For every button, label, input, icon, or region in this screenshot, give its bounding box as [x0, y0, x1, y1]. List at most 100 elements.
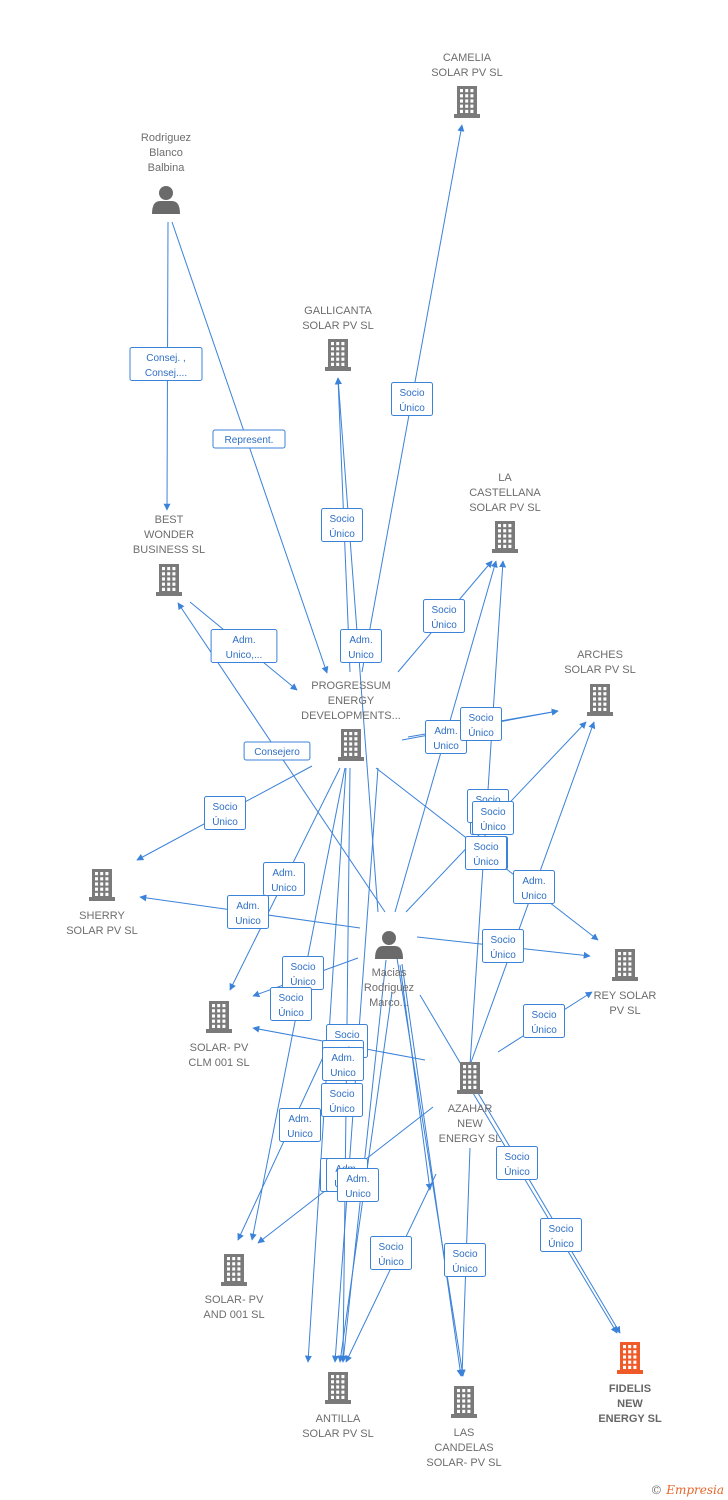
company-building-icon[interactable] — [221, 1254, 247, 1286]
node-label-line: CAMELIA — [443, 52, 492, 64]
edge-label-text: Socio — [378, 1242, 403, 1253]
edge-label-box-5[interactable]: Adm. Unico — [340, 629, 382, 663]
node-label-line: GALLICANTA — [304, 305, 372, 317]
node-progressum[interactable]: PROGRESSUMENERGYDEVELOPMENTS... — [301, 680, 401, 761]
edge-label-box-0[interactable]: Consej. ,Consej.... — [129, 347, 203, 381]
company-building-icon[interactable] — [492, 521, 518, 553]
edge-label-text: Único — [548, 1237, 574, 1250]
company-building-icon[interactable] — [457, 1062, 483, 1094]
node-label-line: SOLAR- PV — [205, 1294, 264, 1306]
node-label-line: AND 001 SL — [203, 1309, 264, 1321]
person-icon[interactable] — [375, 931, 403, 959]
node-label-line: Rodriguez — [364, 982, 414, 994]
edge-label-box-16[interactable]: Adm.Unico — [263, 862, 305, 896]
edge-label-box-25[interactable]: Adm.Unico — [279, 1108, 321, 1142]
node-label-line: ENERGY SL — [439, 1133, 502, 1145]
node-gallicanta[interactable]: GALLICANTA SOLAR PV SL — [302, 305, 374, 371]
node-label-line: SOLAR PV SL — [302, 320, 374, 332]
edge-label-box-7[interactable]: Consejero — [243, 741, 311, 761]
edge-label-text: Adm. — [349, 635, 372, 646]
focus-company-building-icon[interactable] — [617, 1342, 643, 1374]
edge-label-text: Socio — [468, 713, 493, 724]
company-building-icon[interactable] — [156, 564, 182, 596]
edge-line-connector-1 — [401, 963, 464, 1377]
edge-label-text: Unico — [433, 741, 459, 752]
empresia-logo[interactable]: Empresia — [666, 1483, 724, 1497]
edge-label-text: Único — [212, 815, 238, 828]
edge-line-30 — [469, 1087, 618, 1334]
node-label-line: SOLAR- PV — [190, 1042, 249, 1054]
edge-label-text: Único — [473, 855, 499, 868]
company-building-icon[interactable] — [338, 729, 364, 761]
company-building-icon[interactable] — [451, 1386, 477, 1418]
edge-label-text: Único — [329, 527, 355, 540]
edge-label-text: Unico — [521, 891, 547, 902]
edge-label-box-4[interactable]: Adm.Unico,... — [210, 629, 278, 663]
edge-line-connector-2 — [399, 964, 433, 1191]
edge-label-text: Socio — [212, 802, 237, 813]
node-camelia[interactable]: CAMELIA SOLAR PV SL — [431, 52, 503, 118]
edge-label-text: Unico — [348, 650, 374, 661]
company-building-icon[interactable] — [454, 86, 480, 118]
footer-branding: © Empresia — [650, 1483, 724, 1497]
edge-label-text: Unico — [330, 1068, 356, 1079]
node-label-line: NEW — [457, 1118, 483, 1130]
node-label-line: REY SOLAR — [594, 990, 657, 1002]
edge-label-text: Socio — [452, 1249, 477, 1260]
node-and001[interactable]: SOLAR- PV AND 001 SL — [203, 1254, 265, 1321]
edge-label-box-27[interactable]: Adm.Unico — [337, 1168, 379, 1202]
edge-label-text: Socio — [290, 962, 315, 973]
edge-label-box-1[interactable]: Represent. — [212, 429, 286, 449]
node-label-line: CANDELAS — [434, 1442, 493, 1454]
edge-label-text: Socio — [329, 514, 354, 525]
node-macias[interactable]: MaciasRodriguezMarco... — [364, 931, 414, 1009]
company-building-icon[interactable] — [612, 949, 638, 981]
company-building-icon[interactable] — [89, 869, 115, 901]
edge-label-text: Adm. — [272, 868, 295, 879]
company-building-icon[interactable] — [325, 339, 351, 371]
edge-label-text: Socio — [329, 1089, 354, 1100]
company-building-icon[interactable] — [325, 1372, 351, 1404]
edge-label-text: Adm. — [331, 1053, 354, 1064]
edge-label-text: Único — [399, 401, 425, 414]
node-label-line: SOLAR PV SL — [431, 67, 503, 79]
node-label-line: WONDER — [144, 529, 194, 541]
edge-label-text: Unico — [287, 1129, 313, 1140]
company-building-icon[interactable] — [206, 1001, 232, 1033]
edge-labels-layer: SocioÚnicoSocioÚnicoSocioÚnicoSocioÚnico… — [129, 347, 582, 1277]
edge-label-text: Adm. — [434, 726, 457, 737]
company-building-icon[interactable] — [587, 684, 613, 716]
edge-label-box-23[interactable]: Adm. Unico — [322, 1047, 364, 1081]
edge-label-box-15[interactable]: Adm.Unico — [513, 870, 555, 904]
node-label-line: PROGRESSUM — [311, 680, 390, 692]
edge-label-box-17[interactable]: Adm.Unico — [227, 895, 269, 929]
person-icon[interactable] — [152, 186, 180, 214]
